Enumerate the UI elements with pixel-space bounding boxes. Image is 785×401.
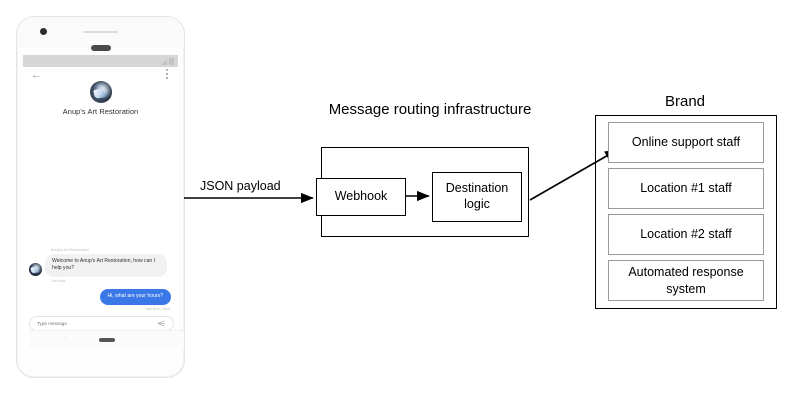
- status-bar: [23, 55, 178, 67]
- message-input[interactable]: [30, 320, 157, 327]
- send-icon[interactable]: [157, 319, 166, 328]
- signal-icon: [161, 59, 167, 65]
- back-arrow-icon[interactable]: ←: [31, 69, 42, 81]
- battery-icon: [169, 58, 174, 65]
- brand-container: [595, 115, 777, 309]
- destination-logic-box[interactable]: Destination logic: [432, 172, 522, 222]
- nav-home-indicator[interactable]: [98, 338, 115, 342]
- incoming-message-row: Welcome to Anup's Art Restoration, how c…: [23, 253, 178, 278]
- arrow-infrastructure-to-brand: [529, 149, 618, 201]
- brand-title: Brand: [664, 93, 706, 110]
- brand-name-heading: Anup's Art Restoration: [62, 107, 139, 116]
- json-payload-label: JSON payload: [200, 179, 281, 193]
- brand-avatar: [89, 81, 112, 103]
- phone-mockup: ← Anup's Art Restoration Anup's Art Rest…: [16, 16, 185, 378]
- speaker-grille: [83, 31, 118, 33]
- outgoing-message-timestamp: Just Now • Sent: [145, 307, 170, 311]
- phone-screen: ← Anup's Art Restoration Anup's Art Rest…: [23, 67, 184, 349]
- webhook-box[interactable]: Webhook: [316, 178, 406, 216]
- brand-item-location-2-staff[interactable]: Location #2 staff: [608, 214, 764, 255]
- sender-avatar: [29, 263, 42, 277]
- message-list: Anup's Art Restoration Welcome to Anup's…: [23, 248, 178, 311]
- phone-top-bezel: [17, 17, 184, 47]
- brand-item-online-support-staff[interactable]: Online support staff: [608, 122, 764, 163]
- infrastructure-title: Message routing infrastructure: [328, 101, 532, 118]
- incoming-message-bubble: Welcome to Anup's Art Restoration, how c…: [45, 253, 167, 278]
- overflow-menu-icon[interactable]: [166, 69, 169, 80]
- message-sender-label: Anup's Art Restoration: [51, 247, 89, 252]
- front-camera-icon: [40, 28, 47, 35]
- outgoing-message-row: Hi, what are your hours?: [23, 289, 178, 305]
- app-bar: ←: [23, 67, 178, 83]
- incoming-message-timestamp: Just Now: [51, 279, 66, 284]
- nav-back-icon[interactable]: ‹: [65, 336, 67, 342]
- earpiece-icon: [91, 45, 111, 51]
- brand-item-location-1-staff[interactable]: Location #1 staff: [608, 168, 764, 209]
- android-nav-bar: ‹: [29, 330, 184, 349]
- brand-item-automated-response-system[interactable]: Automated response system: [608, 260, 764, 301]
- outgoing-message-bubble: Hi, what are your hours?: [99, 289, 171, 305]
